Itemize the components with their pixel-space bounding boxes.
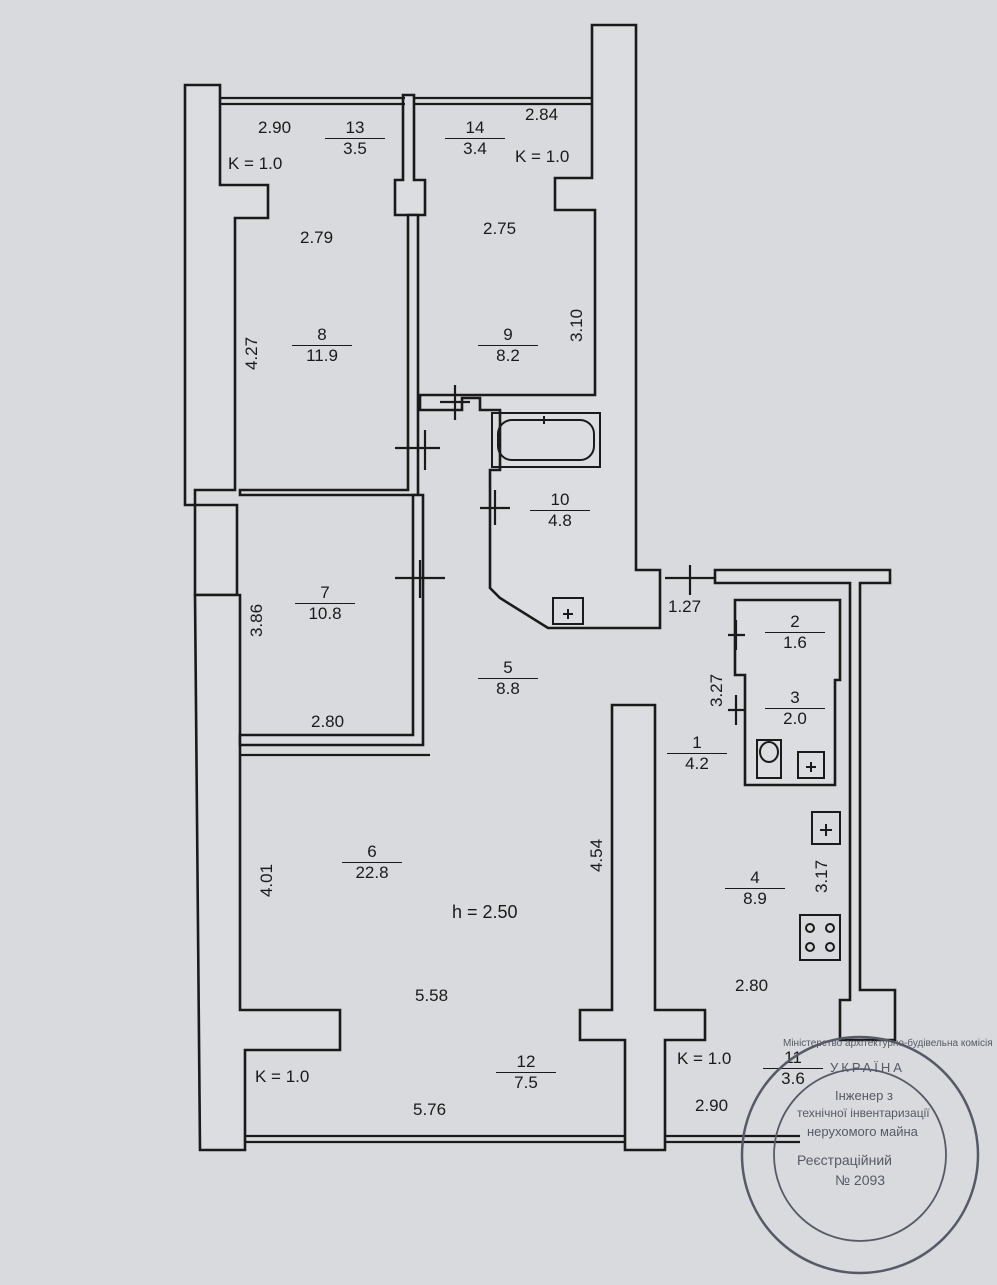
wall-central-partition <box>578 703 707 1152</box>
dim-6-width: 5.58 <box>415 986 449 1005</box>
stamp-arc-outer: Міністерство архітектурно-будівельна ком… <box>783 1038 993 1049</box>
dim-14-width: 2.84 <box>525 105 559 124</box>
dim-12-width: 5.76 <box>413 1100 447 1119</box>
wall-right-upper <box>713 568 897 1042</box>
sink-icon <box>797 751 825 779</box>
dim-11-width: 2.90 <box>695 1096 729 1115</box>
wall-partition-13-14 <box>393 93 427 217</box>
dim-6-height: 4.01 <box>257 863 277 898</box>
wall-7-5 <box>238 493 425 747</box>
dim-1-height: 3.27 <box>707 673 727 708</box>
wall-8-9 <box>238 213 420 497</box>
dim-9-width: 2.75 <box>483 219 517 238</box>
stamp-line-1: Інженер з <box>835 1088 893 1103</box>
coef-room-13: K = 1.0 <box>228 154 283 173</box>
toilet-icon <box>756 739 782 779</box>
sink-icon <box>552 597 584 625</box>
wall-left-upper <box>183 83 270 507</box>
coef-room-11: K = 1.0 <box>677 1049 732 1068</box>
stamp-arc-top: УКРАЇНА <box>830 1060 905 1075</box>
dim-partition-height: 4.54 <box>587 838 607 873</box>
dim-8-width: 2.79 <box>300 228 334 247</box>
ceiling-height-label: h = 2.50 <box>452 902 518 922</box>
dim-4-height: 3.17 <box>812 859 832 894</box>
stamp-line-2: технічної інвентаризації <box>797 1106 930 1120</box>
coef-room-14: K = 1.0 <box>515 147 570 166</box>
dim-7-height: 3.86 <box>247 603 267 638</box>
stove-icon <box>799 914 841 961</box>
wall-left-window <box>193 503 239 597</box>
coef-room-12: K = 1.0 <box>255 1067 310 1086</box>
registration-stamp: УКРАЇНА Міністерство архітектурно-будіве… <box>735 1030 993 1280</box>
stamp-line-3: нерухомого майна <box>807 1124 918 1139</box>
floor-plan-drawing <box>183 23 897 1152</box>
stamp-line-5: № 2093 <box>835 1172 886 1188</box>
kitchen-sink-icon <box>811 811 841 845</box>
dim-9-height: 3.10 <box>567 308 587 343</box>
dim-13-width: 2.90 <box>258 118 292 137</box>
wall-toilet-block <box>733 598 842 787</box>
stamp-line-4: Реєстраційний <box>797 1152 892 1168</box>
dim-1-width: 1.27 <box>668 597 702 616</box>
dim-8-height: 4.27 <box>242 336 262 371</box>
dim-7-width: 2.80 <box>311 712 345 731</box>
wall-left-lower <box>193 593 342 1152</box>
bathtub-icon <box>491 412 601 468</box>
wall-top-right <box>418 23 662 630</box>
dim-4-width: 2.80 <box>735 976 769 995</box>
